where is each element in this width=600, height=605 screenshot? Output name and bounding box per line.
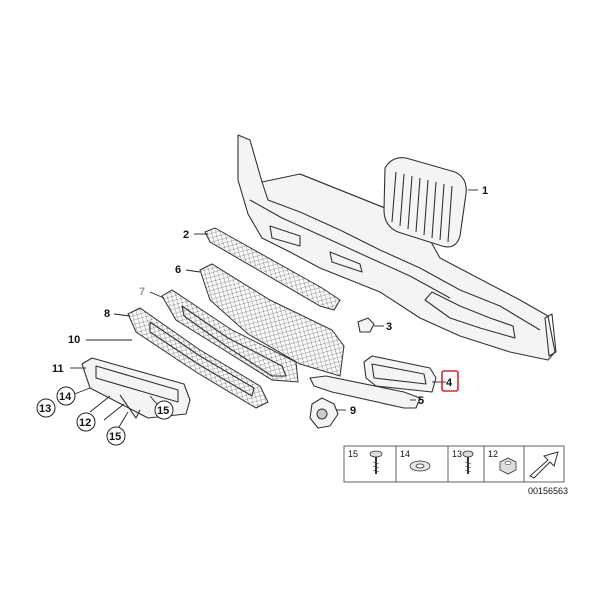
lower-grille-frame[interactable] — [161, 289, 299, 383]
circled-callout-12: 12 — [76, 412, 96, 432]
washer-icon — [409, 460, 431, 472]
nut-icon — [499, 457, 517, 475]
svg-text:15: 15 — [157, 405, 169, 417]
screw-icon — [369, 450, 383, 474]
callout-6: 6 — [175, 264, 181, 276]
direction-arrow-icon — [529, 451, 559, 479]
circled-callout-15-right: 15 — [154, 400, 174, 420]
callout-10: 10 — [68, 334, 80, 346]
side-trim-strip[interactable] — [309, 375, 421, 409]
svg-text:12: 12 — [79, 417, 91, 429]
bumper-panel[interactable] — [237, 134, 557, 361]
lower-grille[interactable] — [127, 307, 269, 409]
license-plate-bracket[interactable] — [81, 357, 191, 419]
small-clip[interactable] — [357, 317, 375, 333]
highlight-box — [441, 370, 459, 392]
legend-num-15: 15 — [348, 449, 358, 459]
callout-2: 2 — [183, 229, 189, 241]
circled-callout-13: 13 — [36, 398, 56, 418]
upper-grille-strip[interactable] — [204, 227, 341, 311]
callout-5: 5 — [418, 395, 424, 407]
svg-text:13: 13 — [39, 403, 51, 415]
callout-7: 7 — [139, 286, 145, 298]
center-mesh-grille[interactable] — [199, 263, 345, 377]
circled-callout-14: 14 — [56, 386, 76, 406]
svg-text:14: 14 — [59, 391, 72, 403]
diagram-code: 00156563 — [528, 486, 568, 496]
leader-lines — [63, 189, 478, 433]
callout-4[interactable]: 4 — [446, 377, 453, 389]
callout-3: 3 — [386, 321, 392, 333]
kidney-grille[interactable] — [383, 157, 467, 248]
tow-hook-cover[interactable] — [309, 397, 339, 429]
callout-8: 8 — [104, 308, 110, 320]
hardware-legend: 15 14 13 12 — [343, 445, 565, 483]
legend-num-14: 14 — [400, 449, 410, 459]
circled-callout-15-bottom: 15 — [106, 426, 126, 446]
callout-1: 1 — [482, 185, 488, 197]
legend-num-13: 13 — [452, 449, 462, 459]
svg-text:15: 15 — [109, 431, 121, 443]
fog-light-cover[interactable] — [363, 355, 437, 393]
screw-icon — [462, 450, 474, 474]
legend-num-12: 12 — [488, 449, 498, 459]
callout-9: 9 — [350, 405, 356, 417]
callout-11: 11 — [52, 363, 64, 375]
